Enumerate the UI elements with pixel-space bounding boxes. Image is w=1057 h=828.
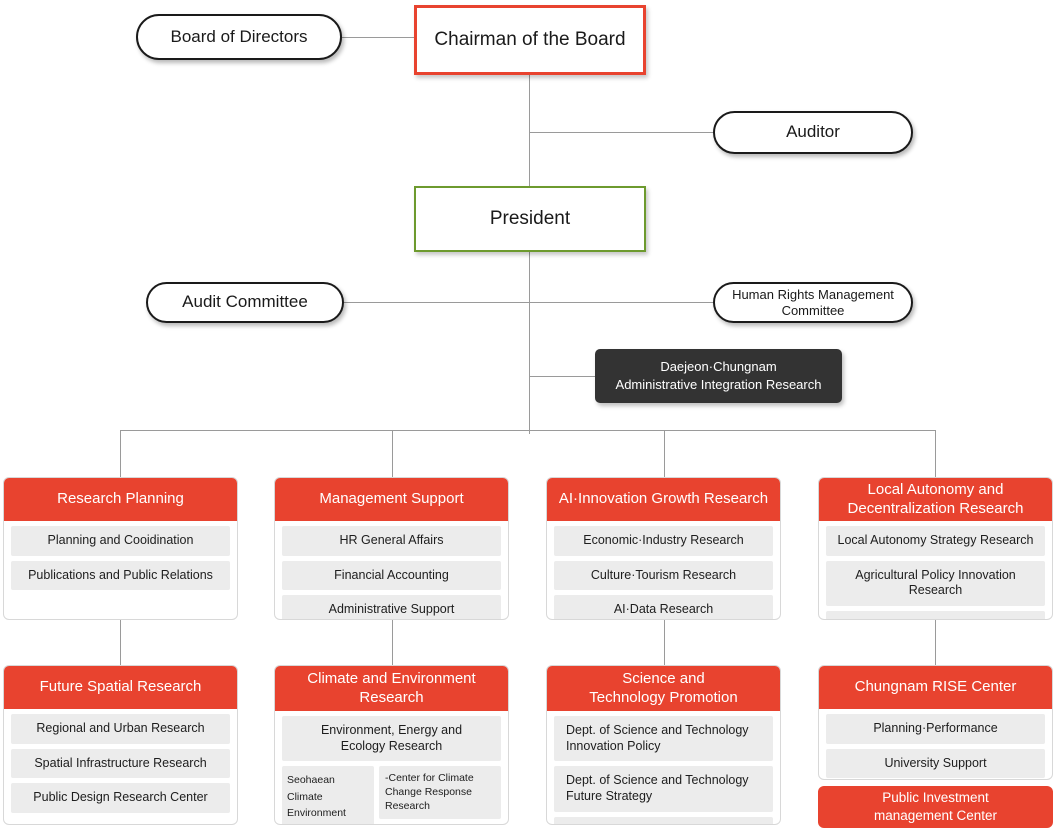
connector-drop-col3 <box>664 430 665 477</box>
dept-item-main-line2: Ecology Research <box>340 738 443 753</box>
connector-drop-col2 <box>392 430 393 477</box>
chairman-label: Chairman of the Board <box>434 29 626 50</box>
dept-title-line1: Science and <box>622 670 705 688</box>
node-chairman-of-the-board[interactable]: Chairman of the Board <box>414 5 646 75</box>
dept-body: Local Autonomy Strategy Research Agricul… <box>819 521 1052 619</box>
connector-president-down <box>529 249 530 434</box>
integration-research-label-line2: Administrative Integration Research <box>615 377 822 392</box>
board-of-directors-label: Board of Directors <box>170 26 308 46</box>
connector-col4-row1-row2 <box>935 620 936 665</box>
node-president[interactable]: President <box>414 186 646 252</box>
dept-header-chungnam-rise-center: Chungnam RISE Center <box>819 666 1052 709</box>
dept-item[interactable]: Administrative Support <box>282 595 501 619</box>
dept-card-ai-innovation-growth-research[interactable]: AI·Innovation Growth Research Economic·I… <box>546 477 781 620</box>
public-investment-label-line2: management Center <box>873 808 998 823</box>
dept-title: Chungnam RISE Center <box>854 678 1017 696</box>
dept-item[interactable]: Public Design Research Center <box>11 783 230 813</box>
dept-item-main[interactable]: Environment, Energy and Ecology Research <box>282 716 501 762</box>
dept-body: HR General Affairs Financial Accounting … <box>275 521 508 619</box>
dept-item-main-line1: Environment, Energy and <box>320 723 463 737</box>
dept-item[interactable]: Disaster Safety Research Center <box>826 610 1045 619</box>
president-label: President <box>489 208 571 229</box>
dept-item[interactable]: Financial Accounting <box>282 560 501 591</box>
connector-col3-row1-row2 <box>664 620 665 665</box>
dept-body: Regional and Urban Research Spatial Infr… <box>4 709 237 824</box>
dept-item-seohaean-institute[interactable]: Seohaean Climate Environment Research In… <box>282 766 374 824</box>
dept-header-ai-innovation-growth-research: AI·Innovation Growth Research <box>547 478 780 521</box>
dept-header-future-spatial-research: Future Spatial Research <box>4 666 237 709</box>
connector-board-to-chairman <box>342 37 416 38</box>
dept-subitem[interactable]: -Center for Climate Change Response Rese… <box>379 766 501 820</box>
dept-title: Management Support <box>319 490 464 508</box>
dept-item[interactable]: Dept. of Analysis and Evaluation <box>554 816 773 824</box>
card-public-investment-management-center[interactable]: Public Investment management Center <box>818 786 1053 828</box>
connector-col2-row1-row2 <box>392 620 393 665</box>
dept-title-line1: Climate and Environment <box>307 670 476 688</box>
dept-card-research-planning[interactable]: Research Planning Planning and Cooidinat… <box>3 477 238 620</box>
dept-header-science-and-technology-promotion: Science and Technology Promotion <box>547 666 780 711</box>
dept-header-research-planning: Research Planning <box>4 478 237 521</box>
dept-item[interactable]: HR General Affairs <box>282 526 501 556</box>
dept-split-group: Seohaean Climate Environment Research In… <box>282 766 501 825</box>
dept-header-climate-and-environment-research: Climate and Environment Research <box>275 666 508 711</box>
human-rights-committee-label-line2: Committee <box>781 302 845 318</box>
dept-card-future-spatial-research[interactable]: Future Spatial Research Regional and Urb… <box>3 665 238 825</box>
connector-drop-col1 <box>120 430 121 477</box>
dept-item[interactable]: Planning and Cooidination <box>11 526 230 556</box>
dept-item[interactable]: Dept. of Science and Technology Future S… <box>554 766 773 812</box>
connector-audit-committee <box>344 302 530 303</box>
dept-item[interactable]: AI·Data Research <box>554 595 773 619</box>
dept-card-chungnam-rise-center[interactable]: Chungnam RISE Center Planning·Performanc… <box>818 665 1053 780</box>
dept-item[interactable]: Economic·Industry Research <box>554 526 773 556</box>
dept-header-local-autonomy-and-decentralization-research: Local Autonomy and Decentralization Rese… <box>819 478 1052 521</box>
connector-col1-row1-row2 <box>120 620 121 665</box>
dept-body: Planning and Cooidination Publications a… <box>4 521 237 619</box>
dept-header-management-support: Management Support <box>275 478 508 521</box>
dept-title: Future Spatial Research <box>39 678 202 696</box>
node-human-rights-management-committee[interactable]: Human Rights Management Committee <box>713 282 913 323</box>
human-rights-committee-label-line1: Human Rights Management <box>732 287 894 303</box>
dept-card-climate-and-environment-research[interactable]: Climate and Environment Research Environ… <box>274 665 509 825</box>
dept-item[interactable]: Culture·Tourism Research <box>554 560 773 591</box>
dept-item[interactable]: Dept. of Science and Technology Innovati… <box>554 716 773 762</box>
dept-body: Economic·Industry Research Culture·Touri… <box>547 521 780 619</box>
auditor-label: Auditor <box>786 122 840 142</box>
connector-human-rights <box>529 302 715 303</box>
public-investment-label-line1: Public Investment <box>882 790 989 806</box>
node-audit-committee[interactable]: Audit Committee <box>146 282 344 323</box>
integration-research-label-line1: Daejeon·Chungnam <box>660 359 777 375</box>
connector-spine-to-auditor <box>529 132 715 133</box>
connector-distribution-bar <box>120 430 936 431</box>
dept-item[interactable]: Spatial Infrastructure Research <box>11 748 230 779</box>
dept-card-management-support[interactable]: Management Support HR General Affairs Fi… <box>274 477 509 620</box>
dept-subitem[interactable]: -Water and Environmental Tesearch Center <box>379 824 501 825</box>
dept-item[interactable]: Agricultural Policy Innovation Research <box>826 560 1045 606</box>
connector-integration-research <box>529 376 595 377</box>
dept-card-local-autonomy-and-decentralization-research[interactable]: Local Autonomy and Decentralization Rese… <box>818 477 1053 620</box>
node-board-of-directors[interactable]: Board of Directors <box>136 14 342 60</box>
dept-title-line2: Research <box>359 688 424 706</box>
dept-title: Research Planning <box>57 490 184 508</box>
node-daejeon-chungnam-administrative-integration-research[interactable]: Daejeon·Chungnam Administrative Integrat… <box>595 349 842 403</box>
dept-body: Planning·Performance University Support <box>819 709 1052 779</box>
dept-item[interactable]: Local Autonomy Strategy Research <box>826 526 1045 556</box>
dept-item[interactable]: University Support <box>826 748 1045 779</box>
dept-item[interactable]: Planning·Performance <box>826 714 1045 744</box>
audit-committee-label: Audit Committee <box>182 292 308 312</box>
dept-body: Dept. of Science and Technology Innovati… <box>547 711 780 824</box>
node-auditor[interactable]: Auditor <box>713 111 913 154</box>
connector-drop-col4 <box>935 430 936 477</box>
dept-item[interactable]: Regional and Urban Research <box>11 714 230 744</box>
dept-title-line1: Local Autonomy and <box>867 481 1004 499</box>
dept-subitem-group: -Center for Climate Change Response Rese… <box>379 766 501 825</box>
dept-body: Environment, Energy and Ecology Research… <box>275 711 508 825</box>
dept-title: AI·Innovation Growth Research <box>558 490 769 508</box>
dept-item[interactable]: Publications and Public Relations <box>11 560 230 591</box>
dept-title-line2: Technology Promotion <box>589 688 738 706</box>
dept-card-science-and-technology-promotion[interactable]: Science and Technology Promotion Dept. o… <box>546 665 781 825</box>
dept-title-line2: Decentralization Research <box>847 499 1024 517</box>
